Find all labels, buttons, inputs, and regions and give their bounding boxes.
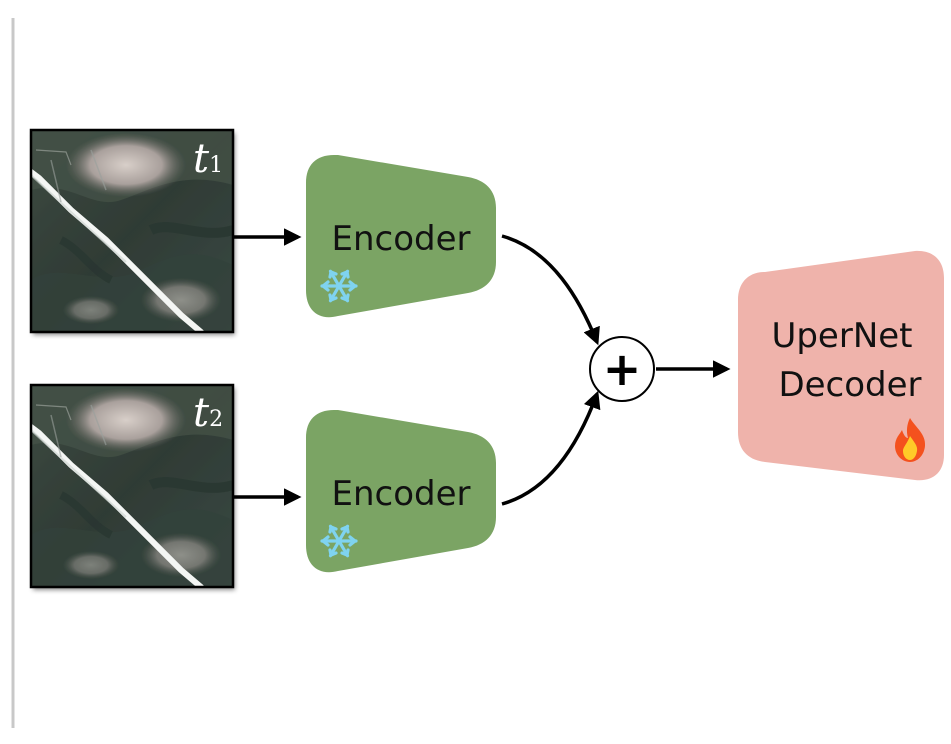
encoder-block-2: Encoder: [306, 410, 496, 573]
encoder-label-1: Encoder: [331, 219, 470, 259]
snowflake-icon: [320, 269, 358, 303]
sum-operator: +: [589, 336, 655, 402]
input-image-t2: t2: [29, 383, 235, 589]
time-label-t2: t2: [193, 390, 223, 436]
sum-symbol: +: [603, 342, 642, 396]
arrow-encoder1-to-sum: [501, 234, 600, 346]
input-image-t1: t1: [29, 128, 235, 334]
time-label-t1: t1: [193, 136, 223, 182]
fire-icon: [895, 418, 926, 462]
arrow-encoder2-to-sum: [501, 390, 601, 506]
encoder-label-2: Encoder: [331, 474, 470, 514]
snowflake-icon: [320, 524, 358, 558]
decoder-label-line1: UperNet: [771, 316, 912, 356]
encoder-block-1: Encoder: [306, 155, 496, 318]
decoder-label-line2: Decoder: [778, 365, 921, 405]
decoder-block: UperNet Decoder: [738, 250, 944, 481]
